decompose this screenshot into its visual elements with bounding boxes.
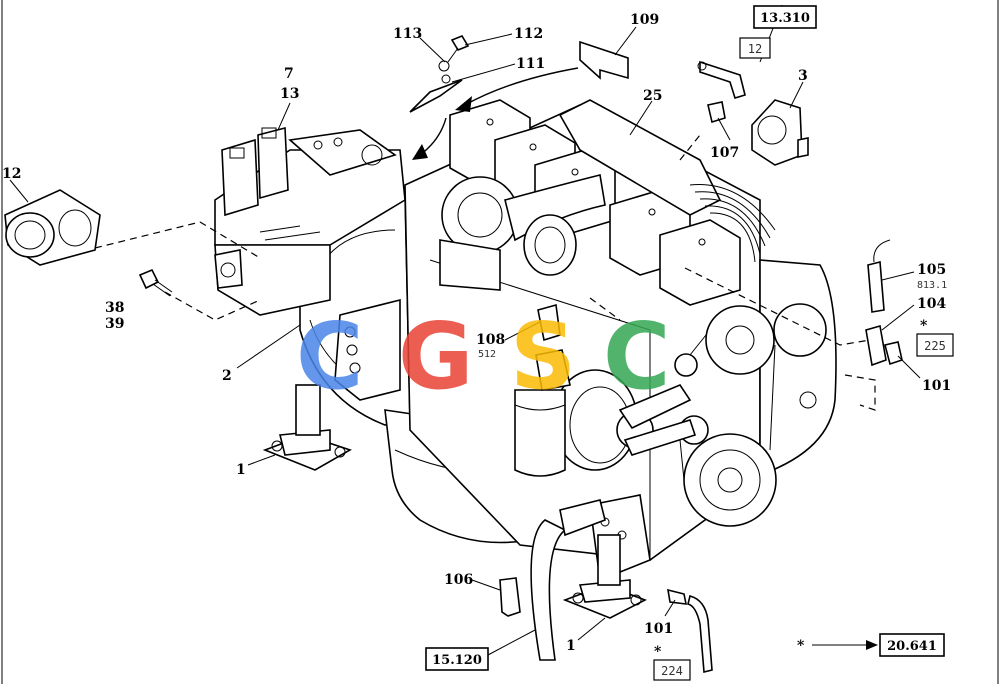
callout-38: 38 bbox=[105, 300, 124, 316]
ref-13-310: 13.310 bbox=[760, 11, 810, 26]
injection-pipes bbox=[689, 184, 776, 263]
oil-filter bbox=[514, 389, 566, 477]
part-3-pump bbox=[751, 99, 809, 166]
ref-224: 224 bbox=[661, 664, 683, 678]
callout-112: 112 bbox=[514, 26, 543, 42]
part-101-fitting bbox=[884, 341, 903, 366]
star-b: * bbox=[654, 644, 662, 660]
star-a: * bbox=[920, 318, 928, 334]
callout-105: 105 bbox=[917, 262, 946, 278]
callout-3: 3 bbox=[798, 68, 808, 84]
sublabel-813: 813.1 bbox=[917, 280, 947, 291]
callout-108: 108 bbox=[476, 332, 505, 348]
part-104-plug bbox=[865, 324, 887, 367]
flow-arrows bbox=[412, 67, 579, 160]
part-fitting-pipe bbox=[697, 60, 746, 99]
sublabel-512: 512 bbox=[478, 349, 496, 360]
alternator bbox=[552, 369, 697, 471]
injection-pump-assembly bbox=[214, 126, 406, 316]
watermark-letter-3: S bbox=[510, 303, 576, 410]
callout-113: 113 bbox=[393, 26, 422, 42]
part-108-switch bbox=[535, 303, 571, 391]
assembly-dashed-lines bbox=[94, 134, 876, 411]
callout-101-right: 101 bbox=[922, 378, 951, 394]
part-1-mount-right bbox=[562, 534, 647, 619]
callout-101-lower: 101 bbox=[644, 621, 673, 637]
callout-2: 2 bbox=[222, 368, 232, 384]
ref-15-120: 15.120 bbox=[432, 653, 482, 668]
callout-39: 39 bbox=[105, 316, 124, 332]
reference-boxes: 13.310 12 225 224 15.120 20.641 bbox=[425, 5, 954, 681]
watermark-letter-1: C bbox=[296, 303, 364, 410]
ref-12: 12 bbox=[748, 42, 762, 56]
callout-labels: 113 112 111 109 7 13 12 25 3 107 105 813… bbox=[2, 12, 951, 660]
part-107-sensor bbox=[707, 101, 726, 124]
callout-104: 104 bbox=[917, 296, 946, 312]
callout-109: 109 bbox=[630, 12, 659, 28]
watermark-logo: C G S C bbox=[296, 303, 671, 410]
part-1-mount-left bbox=[262, 384, 352, 471]
callout-1-right: 1 bbox=[566, 638, 576, 654]
ref-225: 225 bbox=[924, 339, 946, 353]
callout-106: 106 bbox=[444, 572, 473, 588]
part-106-filter bbox=[499, 577, 521, 617]
callout-12: 12 bbox=[2, 166, 21, 182]
callout-13: 13 bbox=[280, 86, 299, 102]
callout-25: 25 bbox=[643, 88, 662, 104]
part-109-bracket bbox=[579, 40, 629, 80]
part-101-fitting-lower bbox=[667, 588, 713, 674]
callout-111: 111 bbox=[516, 56, 545, 72]
turbocharger bbox=[439, 174, 606, 291]
part-111-clamp bbox=[409, 79, 463, 113]
part-12-flange bbox=[4, 189, 101, 266]
ref-20-641: 20.641 bbox=[887, 639, 937, 654]
watermark-letter-2: G bbox=[398, 303, 474, 410]
part-38-bolt bbox=[138, 268, 173, 297]
callout-7: 7 bbox=[284, 66, 294, 82]
watermark-letter-4: C bbox=[603, 303, 671, 410]
part-112-bolt bbox=[438, 35, 470, 84]
part-105-wire bbox=[867, 239, 891, 313]
callout-1-left: 1 bbox=[236, 462, 246, 478]
star-c: * bbox=[797, 638, 805, 654]
callout-107: 107 bbox=[710, 145, 739, 161]
